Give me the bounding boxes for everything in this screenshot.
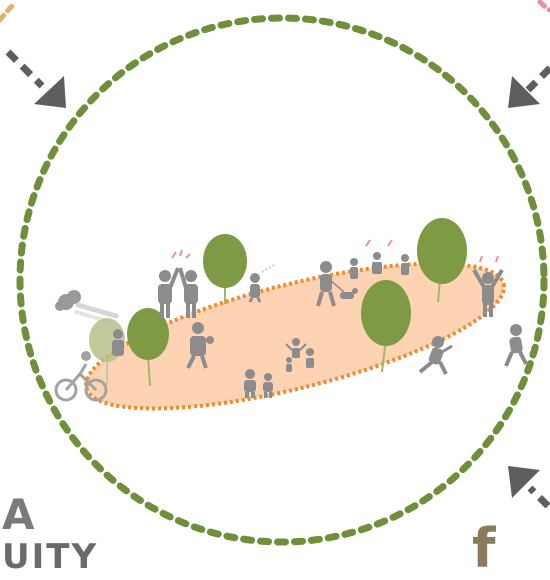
cut-off-caption: UITY: [2, 540, 98, 574]
dashed-arrow-bottom-right-icon: [508, 466, 548, 506]
diagram-canvas: [0, 0, 550, 552]
dashed-arrow-top-right-icon: [508, 68, 550, 108]
partial-arc-top-left: [0, 4, 14, 20]
person-icon: [112, 329, 124, 356]
person-icon: [180, 268, 198, 318]
motion-cloud-icon: [55, 290, 116, 322]
community-diagram: A UITY f: [0, 0, 550, 552]
sparkle-icon: [172, 250, 190, 258]
partial-arc-top-right: [540, 2, 550, 10]
cut-off-glyph: f: [472, 522, 496, 576]
dashed-arrow-top-left-icon: [8, 52, 66, 108]
panel-letter-label: A: [2, 494, 35, 536]
tree-icon: [203, 234, 247, 304]
person-icon: [158, 268, 178, 318]
running-person-icon: [506, 324, 526, 366]
